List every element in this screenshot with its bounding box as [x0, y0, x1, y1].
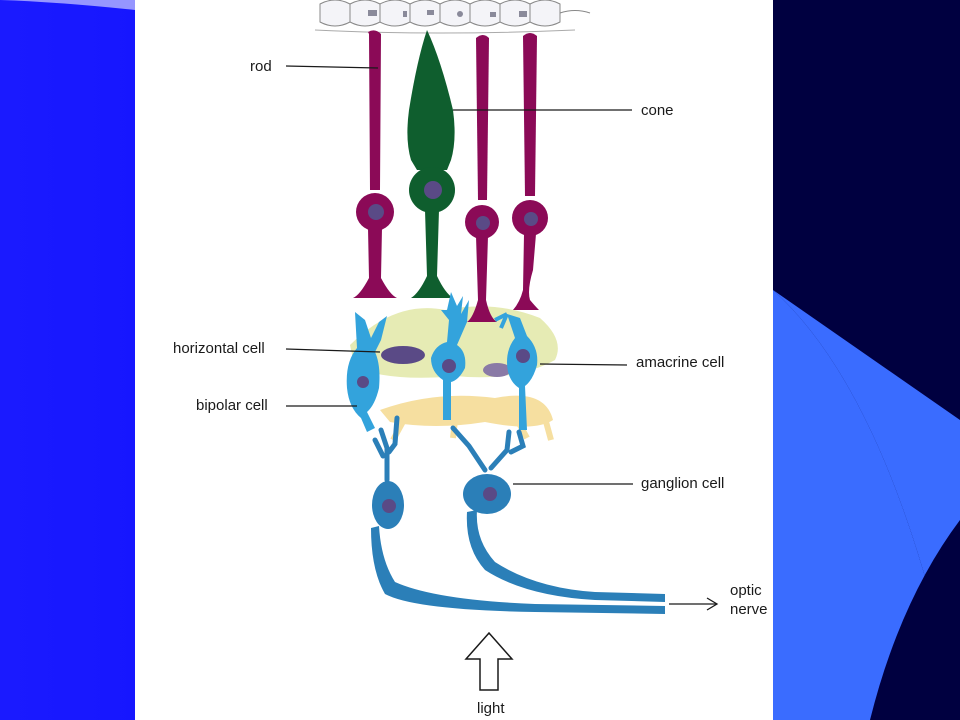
amacrine-cell	[494, 312, 538, 430]
cone-label: cone	[641, 102, 674, 119]
hollow-up-arrow-icon	[464, 631, 514, 691]
pigment-epithelium	[319, 0, 591, 27]
horizontal-cell-leader-line	[285, 348, 381, 353]
horizontal-cell	[381, 346, 425, 364]
slide-dark-corner	[870, 520, 960, 720]
retina-figure-panel: rod cone horizontal cell amacrine cell b…	[135, 0, 773, 720]
rod-leader-line	[285, 65, 379, 69]
optic-nerve-label-line2: nerve	[730, 601, 768, 618]
light-label: light	[477, 700, 505, 717]
cone	[407, 30, 455, 298]
ganglion-cell-label: ganglion cell	[641, 475, 725, 492]
amacrine-cell-body	[483, 363, 511, 377]
rod-label: rod	[250, 58, 272, 75]
rod-2	[465, 35, 499, 322]
rod-1	[353, 30, 397, 298]
amacrine-cell-label: amacrine cell	[636, 354, 725, 371]
outer-limiting-membrane	[314, 29, 576, 34]
slide-top-corner-highlight	[0, 0, 135, 10]
horizontal-cell-label: horizontal cell	[173, 340, 265, 357]
ganglion-cell	[463, 474, 665, 602]
bipolar-cell-middle	[431, 292, 469, 420]
ganglion-dendrites	[372, 415, 526, 483]
rod-3	[512, 33, 548, 310]
amacrine-cell-leader-line	[539, 363, 628, 366]
right-arrow-icon	[669, 597, 719, 611]
bipolar-cell-label: bipolar cell	[196, 397, 268, 414]
label-leader-lines	[285, 65, 633, 485]
bipolar-cell	[346, 312, 387, 432]
ganglion-cell-left	[371, 481, 665, 614]
optic-nerve-label-line1: optic	[730, 582, 762, 599]
slide-accent-swoosh-upper	[773, 290, 960, 720]
retina-diagram	[285, 0, 719, 691]
